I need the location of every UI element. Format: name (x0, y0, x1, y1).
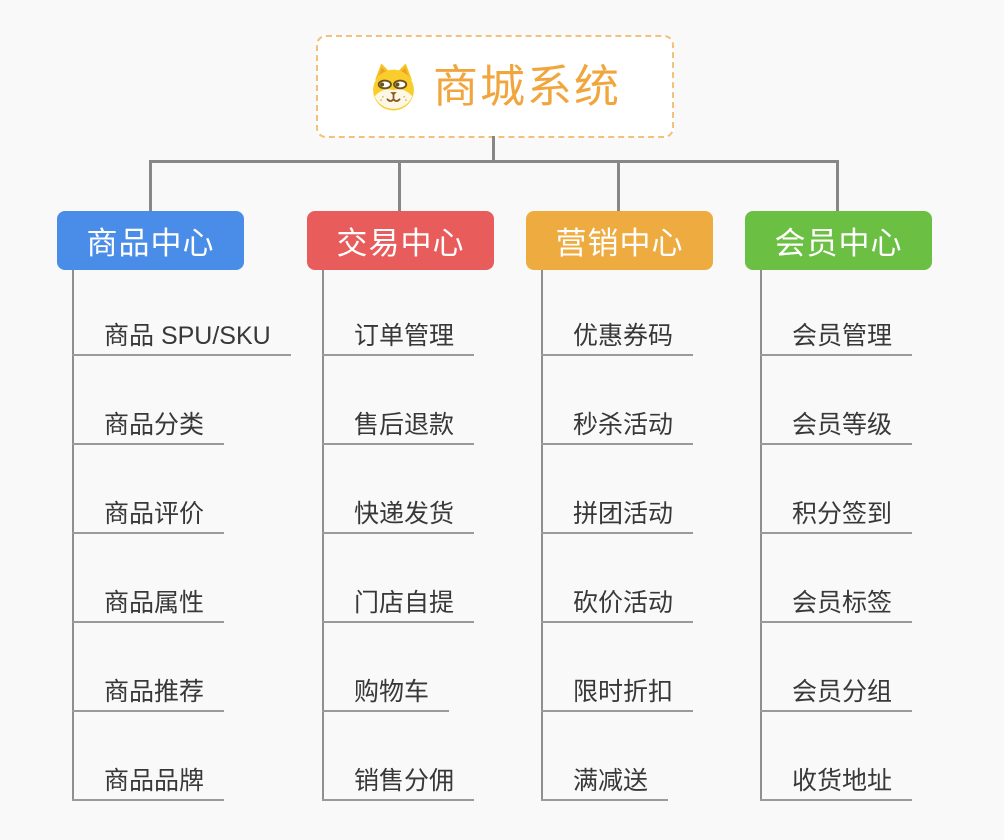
branch-spine-1 (72, 270, 74, 801)
leaf-node[interactable]: 销售分佣 (322, 767, 475, 801)
leaf-node[interactable]: 快递发货 (322, 500, 475, 534)
leaf-node[interactable]: 拼团活动 (541, 500, 694, 534)
leaf-node[interactable]: 收货地址 (760, 767, 913, 801)
branch-node-marketing[interactable]: 营销中心 (526, 211, 713, 270)
branch-node-product[interactable]: 商品中心 (57, 211, 244, 270)
leaf-node[interactable]: 门店自提 (322, 589, 475, 623)
root-title: 商城系统 (432, 61, 621, 112)
branch-node-trade[interactable]: 交易中心 (307, 211, 494, 270)
branch-node-member[interactable]: 会员中心 (745, 211, 932, 270)
leaf-node[interactable]: 限时折扣 (541, 678, 694, 712)
leaf-node[interactable]: 会员管理 (760, 322, 913, 356)
dog-face-icon (373, 63, 414, 110)
leaf-node[interactable]: 商品分类 (72, 411, 225, 445)
connector-drop-4 (836, 160, 839, 212)
connector-drop-1 (149, 160, 152, 212)
branch-spine-3 (541, 270, 543, 801)
connector-root-stub (492, 136, 495, 162)
leaf-node[interactable]: 购物车 (322, 678, 450, 712)
leaf-node[interactable]: 商品品牌 (72, 767, 225, 801)
leaf-node[interactable]: 秒杀活动 (541, 411, 694, 445)
leaf-node[interactable]: 商品属性 (72, 589, 225, 623)
leaf-node[interactable]: 售后退款 (322, 411, 475, 445)
connector-drop-2 (398, 160, 401, 212)
leaf-node[interactable]: 商品推荐 (72, 678, 225, 712)
leaf-node[interactable]: 优惠券码 (541, 322, 694, 356)
root-node[interactable]: 商城系统 (316, 35, 674, 138)
leaf-node[interactable]: 商品评价 (72, 500, 225, 534)
leaf-node[interactable]: 会员分组 (760, 678, 913, 712)
leaf-node[interactable]: 会员标签 (760, 589, 913, 623)
branch-spine-4 (760, 270, 762, 801)
branch-spine-2 (322, 270, 324, 801)
leaf-node[interactable]: 满减送 (541, 767, 669, 801)
leaf-node[interactable]: 砍价活动 (541, 589, 694, 623)
leaf-node[interactable]: 商品 SPU/SKU (72, 322, 291, 356)
connector-drop-3 (617, 160, 620, 212)
leaf-node[interactable]: 订单管理 (322, 322, 475, 356)
connector-trunk (149, 160, 839, 163)
leaf-node[interactable]: 积分签到 (760, 500, 913, 534)
leaf-node[interactable]: 会员等级 (760, 411, 913, 445)
